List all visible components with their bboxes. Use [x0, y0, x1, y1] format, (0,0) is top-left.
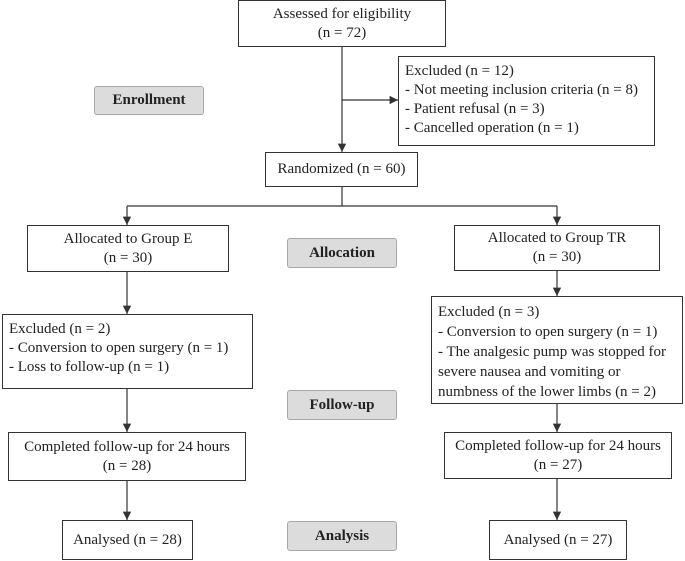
assessed-box: Assessed for eligibility (n = 72)	[238, 0, 446, 47]
excluded-enrollment-box: Excluded (n = 12) - Not meeting inclusio…	[398, 56, 655, 146]
excluded-enrollment-item: - Cancelled operation (n = 1)	[405, 120, 579, 136]
assessed-count: (n = 72)	[317, 24, 367, 41]
excluded-enrollment-item: - Not meeting inclusion criteria (n = 8)	[405, 82, 638, 98]
group-e-completed-count: (n = 28)	[102, 457, 152, 474]
randomized-box: Randomized (n = 60)	[265, 152, 418, 187]
group-tr-excluded-item: - The analgesic pump was stopped for	[438, 344, 666, 360]
group-e-allocated-count: (n = 30)	[103, 249, 153, 266]
group-tr-completed-box: Completed follow-up for 24 hours (n = 27…	[444, 432, 672, 479]
group-tr-allocated-count: (n = 30)	[532, 249, 582, 265]
group-e-excluded-box: Excluded (n = 2) - Conversion to open su…	[2, 314, 253, 389]
group-e-excluded-item: - Loss to follow-up (n = 1)	[9, 359, 170, 375]
group-e-completed-box: Completed follow-up for 24 hours (n = 28…	[8, 432, 246, 481]
excluded-enrollment-title: Excluded (n = 12)	[405, 63, 514, 79]
stage-analysis: Analysis	[287, 521, 397, 551]
group-tr-completed-count: (n = 27)	[533, 456, 583, 473]
group-tr-completed-title: Completed follow-up for 24 hours	[455, 437, 661, 454]
group-e-excluded-title: Excluded (n = 2)	[9, 321, 111, 337]
stage-allocation: Allocation	[287, 238, 397, 268]
stage-enrollment: Enrollment	[94, 86, 204, 115]
group-tr-excluded-title: Excluded (n = 3)	[438, 304, 540, 320]
group-e-completed-title: Completed follow-up for 24 hours	[24, 438, 230, 455]
group-e-analysed-title: Analysed (n = 28)	[73, 531, 182, 548]
group-tr-allocated-title: Allocated to Group TR	[487, 230, 627, 246]
assessed-title: Assessed for eligibility	[272, 5, 412, 22]
group-tr-excluded-item: severe nausea and vomiting or	[438, 364, 621, 380]
group-e-allocated-title: Allocated to Group E	[63, 230, 193, 247]
group-tr-excluded-item: - Conversion to open surgery (n = 1)	[438, 324, 658, 340]
randomized-title: Randomized (n = 60)	[277, 161, 406, 177]
group-e-excluded-item: - Conversion to open surgery (n = 1)	[9, 340, 229, 356]
group-tr-excluded-box: Excluded (n = 3) - Conversion to open su…	[431, 296, 683, 404]
group-tr-analysed-title: Analysed (n = 27)	[503, 531, 613, 548]
group-e-allocated-box: Allocated to Group E (n = 30)	[27, 225, 229, 272]
group-tr-allocated-box: Allocated to Group TR (n = 30)	[454, 225, 660, 271]
group-e-analysed-box: Analysed (n = 28)	[62, 520, 193, 560]
stage-followup: Follow-up	[287, 390, 397, 420]
excluded-enrollment-item: - Patient refusal (n = 3)	[405, 101, 545, 117]
group-tr-analysed-box: Analysed (n = 27)	[489, 520, 627, 560]
group-tr-excluded-item: numbness of the lower limbs (n = 2)	[438, 384, 657, 400]
